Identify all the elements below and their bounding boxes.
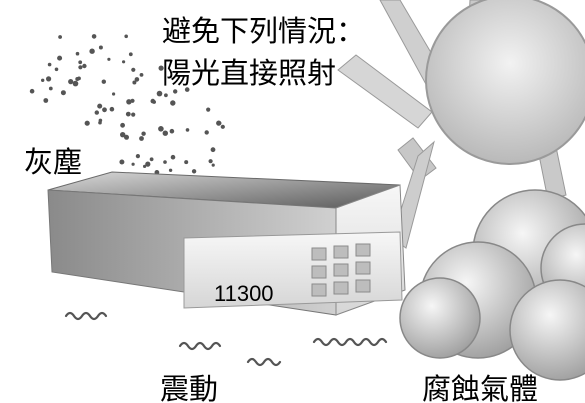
dust-particle xyxy=(82,63,87,69)
vibration-label: 震動 xyxy=(160,372,219,403)
dust-particle xyxy=(78,60,83,65)
dust-particle xyxy=(126,99,132,105)
dust-particle xyxy=(124,134,129,140)
dust-particle xyxy=(72,80,79,87)
dust-particle xyxy=(119,159,125,165)
dust-particle xyxy=(131,112,136,117)
dust-particle xyxy=(60,90,66,96)
dust-particle xyxy=(125,111,131,117)
dust-particle xyxy=(143,164,147,168)
dust-particle xyxy=(158,65,164,71)
corrosive-gas-cloud-icon xyxy=(399,189,585,381)
dust-particle xyxy=(170,100,176,106)
dust-particle xyxy=(46,76,52,82)
dust-particle xyxy=(141,131,146,136)
dust-particles-icon xyxy=(29,34,225,184)
dust-particle xyxy=(109,106,115,112)
dust-particle xyxy=(210,147,216,153)
dust-particle xyxy=(128,52,133,57)
dust-particle xyxy=(184,160,189,165)
dust-particle xyxy=(84,120,90,126)
dust-particle xyxy=(206,107,211,112)
dust-particle xyxy=(101,79,107,84)
dust-particle xyxy=(185,128,190,132)
heading-line-1: 避免下列情況： xyxy=(162,14,366,48)
device-icon xyxy=(47,171,406,316)
dust-particle xyxy=(75,77,80,81)
dust-particle xyxy=(152,100,157,104)
dust-particle xyxy=(47,62,52,67)
dust-particle xyxy=(132,80,137,85)
dust-particle xyxy=(139,136,144,141)
dust-particle xyxy=(98,45,103,50)
vibration-waves-icon xyxy=(64,311,388,367)
dust-particle xyxy=(97,103,103,109)
dust-particle xyxy=(208,159,213,164)
dust-particle xyxy=(98,120,102,125)
dust-particle xyxy=(204,130,209,135)
dust-particle xyxy=(78,65,83,70)
device-button-grid xyxy=(311,243,371,297)
dust-particle xyxy=(134,77,140,82)
dust-particle xyxy=(112,92,116,96)
dust-particle xyxy=(149,157,154,162)
dust-particle xyxy=(163,160,167,164)
sun-icon xyxy=(337,0,585,249)
dust-particle xyxy=(43,98,49,103)
dust-particle xyxy=(68,79,74,85)
dust-particle xyxy=(162,130,168,136)
dust-label: 灰塵 xyxy=(24,145,83,179)
dust-particle xyxy=(169,128,175,134)
dust-particle xyxy=(168,168,173,172)
dust-particle xyxy=(91,34,97,39)
dust-particle xyxy=(217,121,222,125)
dust-particle xyxy=(102,107,107,113)
dust-particle xyxy=(120,132,126,138)
dust-particle xyxy=(89,48,95,54)
dust-particle xyxy=(48,86,53,91)
dust-particle xyxy=(184,87,190,92)
heading-line-2: 陽光直接照射 xyxy=(162,56,337,90)
dust-particle xyxy=(107,57,111,61)
dust-particle xyxy=(130,98,135,103)
dust-particle xyxy=(122,60,126,64)
dust-particle xyxy=(29,88,35,94)
dust-particle xyxy=(156,90,163,97)
dust-particle xyxy=(131,67,136,72)
dust-particle xyxy=(191,169,197,174)
dust-particle xyxy=(41,78,45,83)
device-model-label: 11300 xyxy=(214,281,274,306)
dust-particle xyxy=(211,163,215,167)
dust-particle xyxy=(124,34,128,39)
dust-particle xyxy=(131,162,135,166)
dust-particle xyxy=(220,124,225,129)
dust-particle xyxy=(58,35,62,39)
dust-particle xyxy=(158,126,164,132)
dust-particle xyxy=(54,67,59,72)
dust-particle xyxy=(139,73,144,77)
dust-particle xyxy=(145,161,151,167)
corrosive-gas-label: 腐蝕氣體 xyxy=(422,372,539,403)
dust-particle xyxy=(94,110,100,115)
dust-particle xyxy=(170,154,176,160)
dust-particle xyxy=(164,93,168,98)
dust-particle xyxy=(75,51,80,56)
dust-particle xyxy=(120,122,125,128)
dust-particle xyxy=(135,154,140,159)
dust-particle xyxy=(173,89,178,94)
dust-particle xyxy=(57,55,63,61)
